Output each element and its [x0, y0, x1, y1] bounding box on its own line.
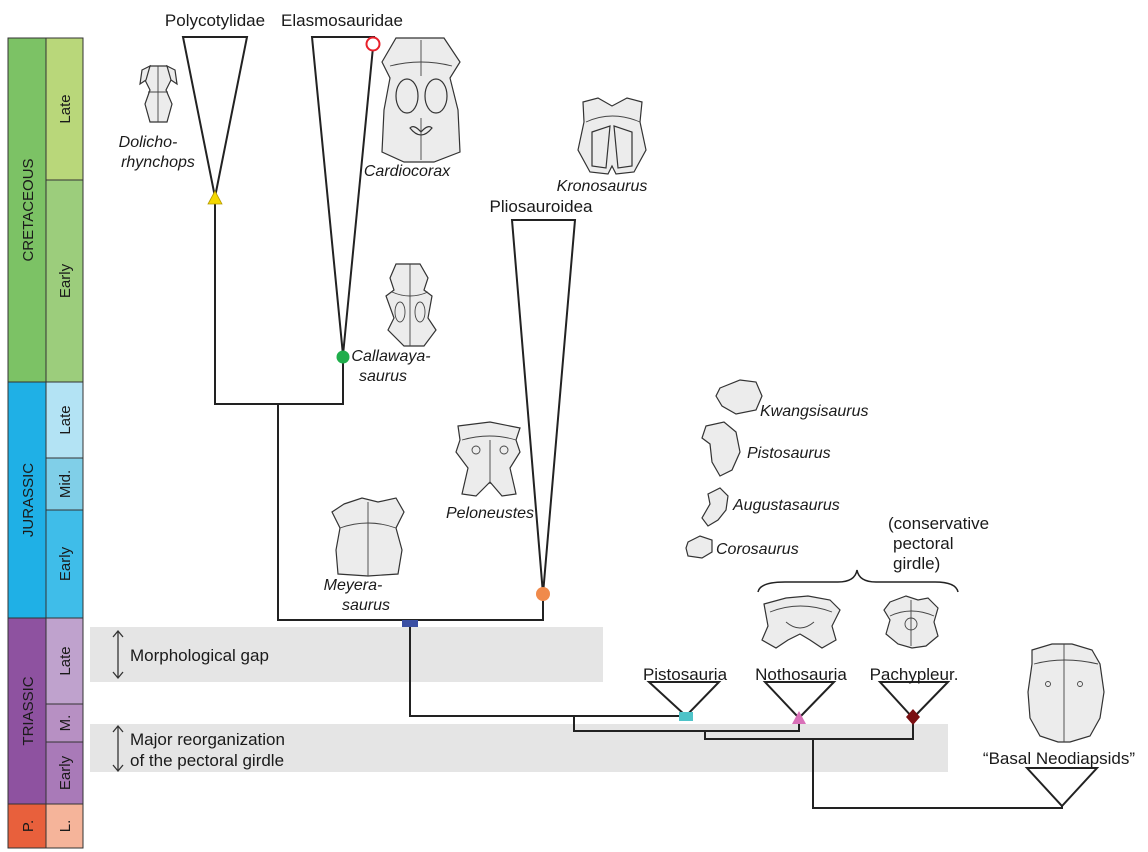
- girdle-peloneustes: [455, 421, 521, 497]
- period-jurassic: [7, 381, 47, 619]
- red-open-circle-marker: [365, 36, 381, 52]
- epoch-triassic-late: [45, 617, 84, 705]
- gap-arrow: [112, 629, 124, 680]
- girdle-dolichorhynchops: [139, 64, 178, 123]
- girdle-callawayasaurus: [385, 263, 437, 347]
- reorganization-band: [90, 724, 948, 772]
- taxon-dolichorhynchops-2: rhynchops: [121, 154, 195, 171]
- period-label-triassic: TRIASSIC: [20, 676, 37, 745]
- darkred-diamond-marker: [906, 709, 920, 725]
- clade-basal-neodiapsids: “Basal Neodiapsids”: [983, 749, 1135, 768]
- epoch-permian-late: [45, 803, 84, 849]
- epoch-triassic-middle: [45, 703, 84, 743]
- taxon-kwangsisaurus: Kwangsisaurus: [760, 403, 869, 420]
- period-label-permian: P.: [20, 820, 37, 832]
- morphological-gap-label: Morphological gap: [130, 646, 269, 665]
- clade-pachypleurosauria: Pachypleur.: [870, 665, 959, 684]
- taxon-kronosaurus: Kronosaurus: [557, 178, 648, 195]
- taxon-peloneustes: Peloneustes: [446, 505, 534, 522]
- taxon-dolichorhynchops-1: Dolicho-: [119, 134, 178, 151]
- period-label-jurassic: JURASSIC: [20, 463, 37, 537]
- note-brace: [757, 569, 959, 593]
- period-triassic: [7, 617, 47, 805]
- epoch-label-p-late: L.: [57, 820, 74, 833]
- clade-elasmosauridae: Elasmosauridae: [281, 11, 403, 30]
- girdle-augustasaurus: [701, 487, 729, 527]
- epoch-label-j-mid: Mid.: [57, 470, 74, 498]
- note-line-3: girdle): [893, 554, 940, 573]
- clade-pistosauria: Pistosauria: [643, 665, 728, 684]
- girdle-basal-neodiapsid: [1027, 643, 1105, 743]
- yellow-triangle-marker: [207, 190, 223, 205]
- clade-nothosauria: Nothosauria: [755, 665, 847, 684]
- taxon-callawayasaurus-1: Callawaya-: [351, 348, 430, 365]
- girdle-pachypleurosauria: [883, 595, 939, 649]
- node-markers: [207, 36, 920, 725]
- morphological-gap-band: [90, 627, 603, 682]
- tree-branches: [181, 36, 1100, 809]
- green-circle-marker: [336, 350, 350, 364]
- reorganization-label-line2: of the pectoral girdle: [130, 751, 284, 770]
- epoch-label-tr-early: Early: [57, 755, 74, 790]
- reorganization-label-line1: Major reorganization: [130, 730, 285, 749]
- girdle-meyerasaurus: [331, 497, 405, 577]
- girdle-corosaurus: [685, 535, 713, 559]
- orange-circle-marker: [536, 587, 550, 601]
- epoch-label-tr-mid: M.: [57, 715, 74, 732]
- reorg-arrow: [112, 724, 124, 773]
- period-label-cretaceous: CRETACEOUS: [20, 158, 37, 261]
- epoch-label-j-late: Late: [57, 405, 74, 434]
- epoch-label-tr-late: Late: [57, 646, 74, 675]
- taxon-meyerasaurus-2: saurus: [342, 597, 390, 614]
- note-line-1: (conservative: [888, 514, 989, 533]
- taxon-pistosaurus: Pistosaurus: [747, 445, 831, 462]
- epoch-label-k-late: Late: [57, 94, 74, 123]
- pink-triangle-marker: [792, 711, 806, 724]
- girdle-kwangsisaurus: [715, 379, 763, 415]
- time-scale: CRETACEOUS JURASSIC TRIASSIC P. Late Ear…: [7, 37, 84, 849]
- epoch-label-j-early: Early: [57, 546, 74, 581]
- girdle-kronosaurus: [577, 97, 647, 175]
- girdle-nothosauria: [761, 595, 841, 649]
- epoch-cretaceous-early: [45, 179, 84, 383]
- taxon-callawayasaurus-2: saurus: [359, 368, 407, 385]
- cyan-square-marker: [679, 712, 693, 721]
- period-cretaceous: [7, 37, 47, 383]
- clade-polycotylidae: Polycotylidae: [165, 11, 265, 30]
- epoch-triassic-early: [45, 741, 84, 805]
- clade-pliosauroidea: Pliosauroidea: [489, 197, 593, 216]
- girdle-pistosaurus: [701, 421, 741, 477]
- girdle-cardiocorax: [381, 37, 461, 163]
- taxon-augustasaurus: Augustasaurus: [732, 497, 840, 514]
- note-line-2: pectoral: [893, 534, 953, 553]
- blue-square-marker: [402, 620, 418, 627]
- taxon-meyerasaurus-1: Meyera-: [324, 577, 383, 594]
- taxon-cardiocorax: Cardiocorax: [364, 163, 451, 180]
- epoch-label-k-early: Early: [57, 263, 74, 298]
- taxon-corosaurus: Corosaurus: [716, 541, 799, 558]
- epoch-jurassic-middle: [45, 457, 84, 511]
